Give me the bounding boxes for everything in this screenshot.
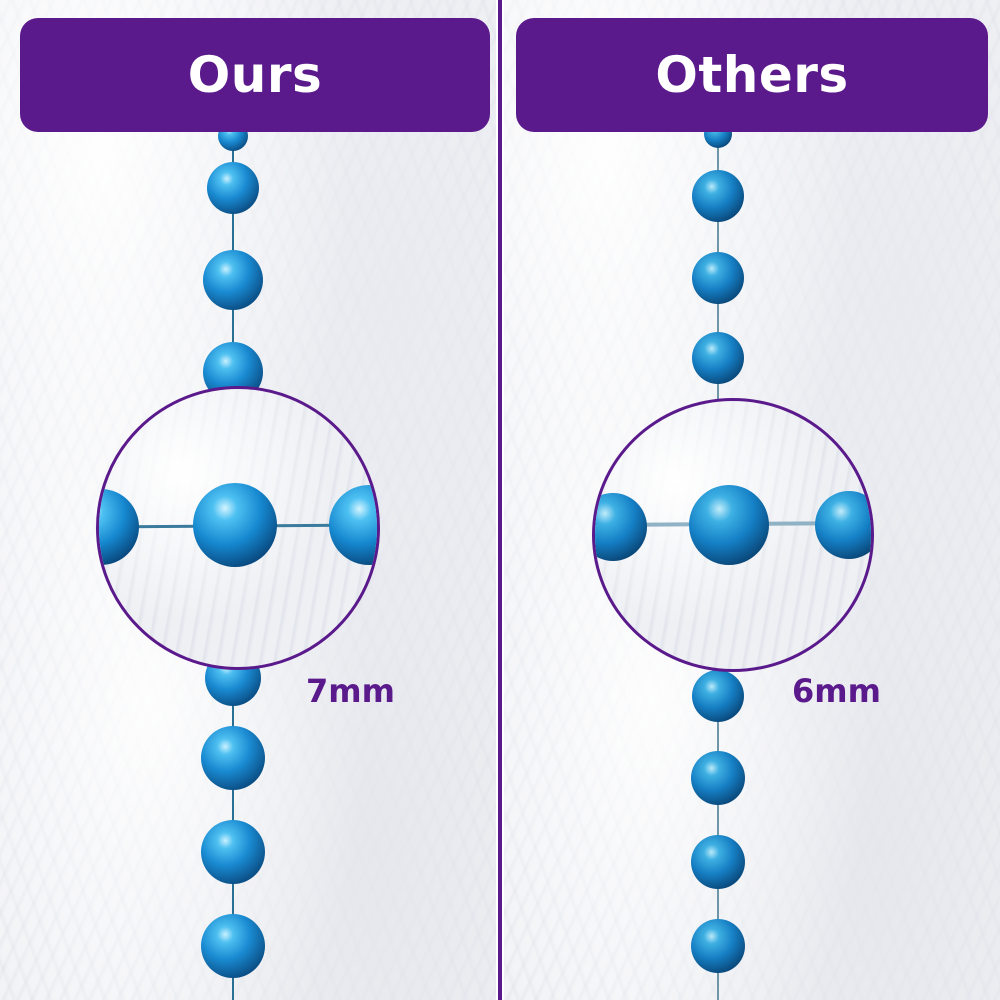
bead (201, 914, 265, 978)
others-panel: Others 6mm (504, 0, 1000, 1000)
bead (329, 485, 377, 565)
zoom-circle-ours (96, 386, 380, 670)
bead (595, 493, 647, 561)
ours-panel: Ours 7mm (0, 0, 496, 1000)
bead (99, 489, 139, 565)
bead (692, 252, 744, 304)
others-title: Others (655, 46, 849, 104)
bead (691, 751, 745, 805)
bead (691, 835, 745, 889)
ours-size-label: 7mm (306, 672, 395, 710)
zoom-circle-others (592, 398, 874, 672)
panel-divider (496, 0, 504, 1000)
bead (691, 919, 745, 973)
ours-title-banner: Ours (20, 18, 490, 132)
bead (692, 170, 744, 222)
ours-title: Ours (187, 46, 323, 104)
bead (201, 820, 265, 884)
bead (203, 250, 263, 310)
bead (689, 485, 769, 565)
others-title-banner: Others (516, 18, 988, 132)
zoomed-beads-ours (99, 483, 377, 567)
zoomed-beads-others (595, 485, 871, 565)
bead (692, 332, 744, 384)
bead (815, 491, 871, 559)
bead (201, 726, 265, 790)
bead (207, 162, 259, 214)
bead (193, 483, 277, 567)
bead (692, 670, 744, 722)
others-size-label: 6mm (792, 672, 881, 710)
